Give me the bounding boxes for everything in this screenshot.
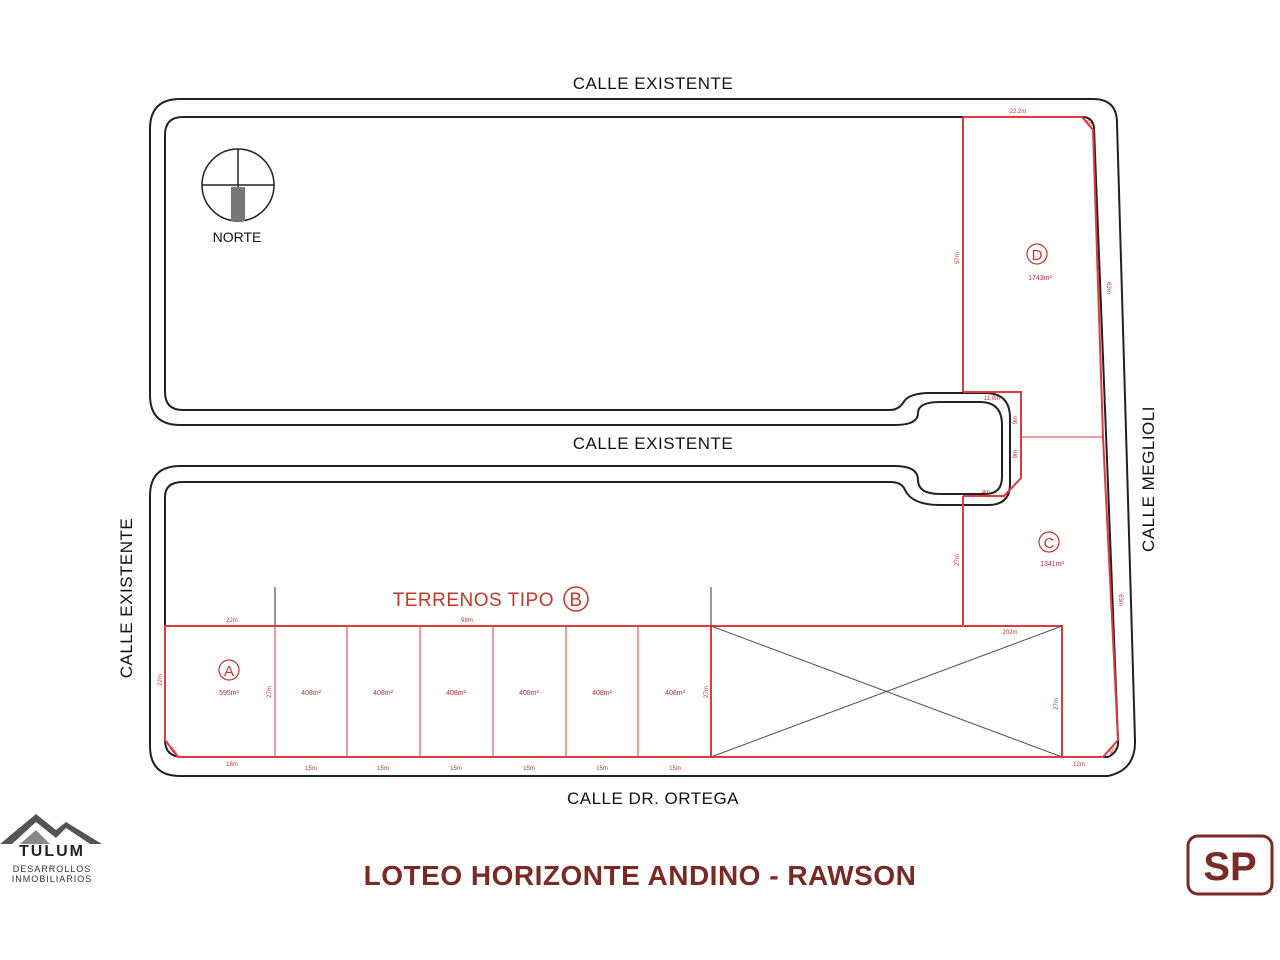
dim-c-left: 27m	[955, 554, 961, 566]
tulum-logo-name: TULUM	[19, 843, 85, 860]
dim-notch-top: 11.9m	[984, 396, 1000, 402]
street-middle: CALLE EXISTENTE	[573, 434, 734, 453]
lot-b2-area: 408m²	[373, 690, 394, 697]
dim-a-top: 22m	[226, 618, 238, 624]
dim-b3-front: 15m	[450, 766, 462, 772]
lot-b4-area: 408m²	[519, 690, 540, 697]
lot-d-letter: D	[1032, 247, 1043, 264]
dim-b-last-depth: 27m	[704, 686, 710, 698]
tulum-sub-line2: INMOBILIARIOS	[11, 874, 93, 884]
dim-notch-b: 9m	[1013, 450, 1019, 458]
tulum-logo-icon	[0, 814, 102, 844]
dim-d-top: 22.2m	[1010, 109, 1027, 115]
north-arrow-icon	[201, 148, 275, 222]
lot-lines	[164, 116, 1120, 758]
plan-title: LOTEO HORIZONTE ANDINO - RAWSON	[363, 860, 917, 891]
lot-c-letter: C	[1044, 535, 1055, 552]
sp-logo-text: SP	[1203, 845, 1256, 889]
dim-notch-a: 9m	[1013, 416, 1019, 424]
dim-b1-front: 15m	[305, 766, 317, 772]
lot-c-area: 1341m²	[1040, 561, 1064, 568]
lot-b5-area: 408m²	[592, 690, 613, 697]
street-bottom: CALLE DR. ORTEGA	[567, 789, 739, 808]
top-block-inner	[164, 116, 1120, 758]
top-block-outer	[149, 98, 1137, 777]
dim-d-left: 57m	[955, 252, 961, 264]
reserved-lot-cross	[710, 625, 1063, 758]
dim-d-right: 62m	[1105, 282, 1111, 294]
lot-d-area: 1743m²	[1028, 275, 1052, 282]
lot-a-circle	[218, 659, 240, 681]
lot-a-area: 595m²	[219, 690, 240, 697]
dim-b6-front: 15m	[669, 766, 681, 772]
lot-a-letter: A	[224, 663, 234, 680]
tipo-b-circle	[563, 586, 589, 612]
dimension-labels: 22m 22m 18m 27m 4m 98m 15m 15m 15m 15m 1…	[158, 109, 1123, 772]
sp-logo-icon: SP	[1186, 834, 1274, 896]
dim-a-bottom: 18m	[226, 762, 238, 768]
lot-c-circle	[1038, 531, 1060, 553]
tipo-guides	[274, 587, 712, 626]
street-right: CALLE MEGLIOLI	[1139, 406, 1158, 552]
dim-c-right: 63m	[1117, 594, 1123, 606]
tipo-row-boundary	[164, 625, 1063, 758]
tulum-sub-line1: DESARROLLOS	[12, 864, 92, 874]
dim-notch-bottom: 4m	[982, 490, 990, 496]
tipo-b-letter: B	[569, 590, 582, 611]
dim-corner-br-side: 4m	[1108, 746, 1118, 756]
dim-x-right: 27m	[1054, 698, 1060, 710]
lot-d-circle	[1026, 243, 1048, 265]
notch-boundary	[963, 391, 1022, 497]
dim-b2-front: 15m	[377, 766, 389, 772]
lot-b6-area: 408m²	[665, 690, 686, 697]
lot-b1-area: 408m²	[301, 690, 322, 697]
tulum-logo-sub: DESARROLLOS INMOBILIARIOS	[0, 864, 104, 884]
dim-d-corner: 4m	[1084, 118, 1094, 128]
lot-b3-area: 408m²	[446, 690, 467, 697]
dim-x-top: 202m	[1002, 630, 1017, 636]
lot-c-boundary	[1062, 436, 1120, 758]
street-left: CALLE EXISTENTE	[117, 518, 136, 679]
dim-corner-br: 12m	[1073, 762, 1085, 768]
street-top: CALLE EXISTENTE	[573, 74, 734, 93]
dim-a-corner: 4m	[168, 746, 178, 756]
dim-b4-front: 15m	[523, 766, 535, 772]
dim-b-total: 98m	[461, 618, 473, 624]
lot-d-boundary	[963, 116, 1104, 438]
lot-dividers	[274, 436, 1103, 757]
dim-b5-front: 15m	[596, 766, 608, 772]
tipo-label: TERRENOS TIPO	[393, 590, 554, 611]
dim-a-left: 22m	[158, 674, 164, 686]
north-label: NORTE	[213, 229, 262, 245]
street-outlines	[149, 98, 1137, 777]
dim-a-right: 27m	[267, 686, 273, 698]
